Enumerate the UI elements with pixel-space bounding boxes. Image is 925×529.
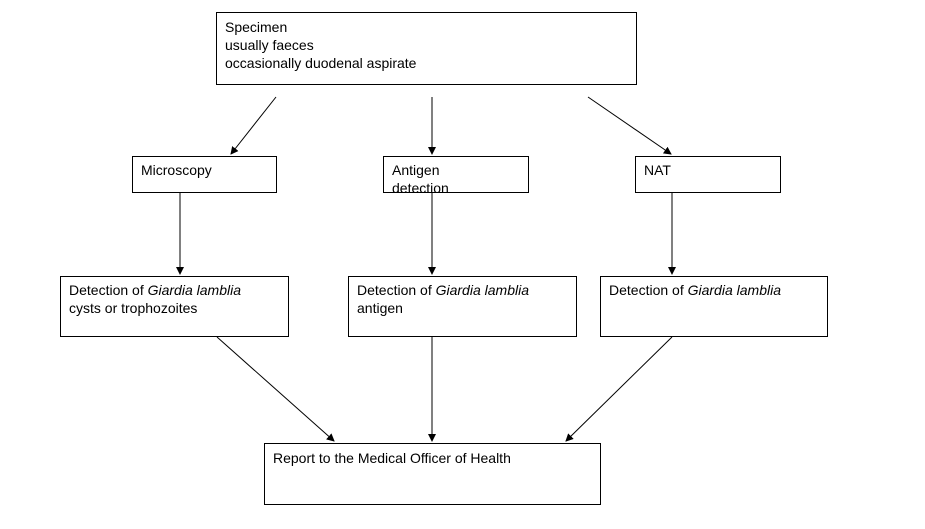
detection-antigen-prefix: Detection of xyxy=(357,282,436,298)
detection-nat-organism: Giardia lamblia xyxy=(687,282,781,298)
detection-cysts-box: Detection of Giardia lamblia cysts or tr… xyxy=(60,276,289,337)
specimen-box: Specimen usually faeces occasionally duo… xyxy=(216,12,637,85)
microscopy-box: Microscopy xyxy=(132,156,277,193)
detection-cysts-detail: cysts or trophozoites xyxy=(69,300,198,316)
antigen-label-line2: detection xyxy=(392,180,449,193)
report-label: Report to the Medical Officer of Health xyxy=(273,450,511,466)
detection-cysts-organism: Giardia lamblia xyxy=(147,282,241,298)
specimen-occasional: occasionally duodenal aspirate xyxy=(225,55,417,71)
antigen-label-line1: Antigen xyxy=(392,162,440,178)
arrow-det-micro-to-report xyxy=(216,336,335,442)
detection-nat-box: Detection of Giardia lamblia xyxy=(600,276,828,337)
detection-antigen-organism: Giardia lamblia xyxy=(435,282,529,298)
detection-antigen-detail: antigen xyxy=(357,300,403,316)
arrow-specimen-to-microscopy xyxy=(230,96,277,155)
detection-antigen-box: Detection of Giardia lamblia antigen xyxy=(348,276,577,337)
nat-label: NAT xyxy=(644,162,671,178)
nat-box: NAT xyxy=(635,156,781,193)
microscopy-label: Microscopy xyxy=(141,162,212,178)
arrow-det-nat-to-report xyxy=(565,336,673,442)
arrow-specimen-to-nat xyxy=(587,96,672,155)
report-box: Report to the Medical Officer of Health xyxy=(264,443,601,505)
specimen-title: Specimen xyxy=(225,19,288,35)
detection-cysts-prefix: Detection of xyxy=(69,282,148,298)
detection-nat-prefix: Detection of xyxy=(609,282,688,298)
antigen-detection-box: Antigen detection xyxy=(383,156,529,193)
specimen-usual: usually faeces xyxy=(225,37,314,53)
